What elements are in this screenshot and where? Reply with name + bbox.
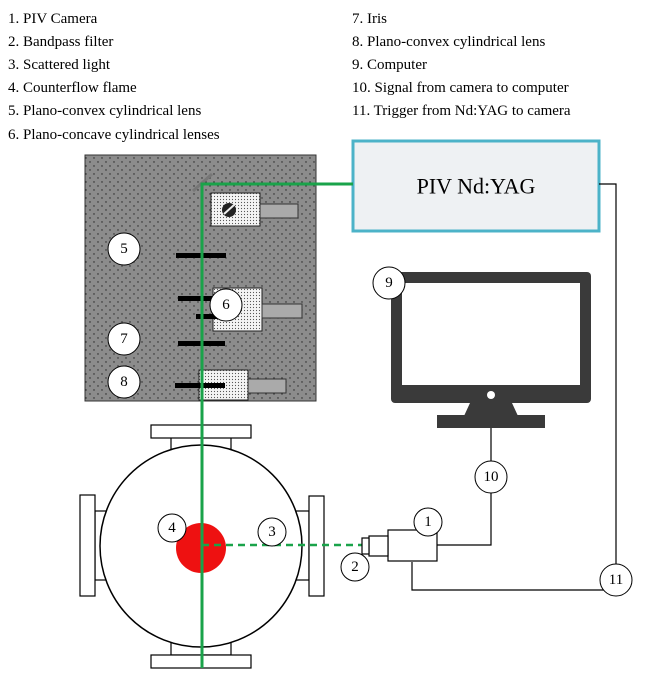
svg-text:1: 1 — [424, 514, 432, 530]
marker-4: 4 — [157, 513, 187, 543]
svg-text:2: 2 — [351, 559, 359, 575]
laser-box: PIV Nd:YAG — [351, 139, 601, 233]
svg-text:6: 6 — [222, 297, 230, 313]
legend-item-5: 5. Plano-convex cylindrical lens — [8, 103, 201, 119]
marker-2: 2 — [340, 552, 370, 582]
svg-text:8: 8 — [120, 374, 128, 390]
markers: 1 2 3 4 5 6 7 8 — [107, 232, 633, 597]
svg-text:7: 7 — [120, 331, 128, 347]
legend-item-9: 9. Computer — [352, 57, 427, 73]
legend-item-1: 1. PIV Camera — [8, 11, 98, 27]
svg-text:11: 11 — [609, 572, 623, 588]
svg-text:9: 9 — [385, 275, 393, 291]
laser-label: PIV Nd:YAG — [417, 174, 536, 199]
svg-text:10: 10 — [484, 469, 499, 485]
marker-11: 11 — [599, 563, 633, 597]
svg-text:4: 4 — [168, 520, 176, 536]
marker-1: 1 — [413, 507, 443, 537]
marker-5: 5 — [107, 232, 141, 266]
marker-3: 3 — [257, 517, 287, 547]
marker-9: 9 — [372, 266, 406, 300]
svg-text:5: 5 — [120, 241, 128, 257]
marker-7: 7 — [107, 322, 141, 356]
legend-item-10: 10. Signal from camera to computer — [352, 80, 569, 96]
lens-8 — [175, 383, 225, 388]
legend-item-11: 11. Trigger from Nd:YAG to camera — [352, 103, 571, 119]
lens-6b — [196, 314, 224, 319]
legend-item-3: 3. Scattered light — [8, 57, 111, 73]
legend-item-4: 4. Counterflow flame — [8, 80, 137, 96]
legend-item-7: 7. Iris — [352, 11, 387, 27]
legend-item-8: 8. Plano-convex cylindrical lens — [352, 34, 545, 50]
legend-item-2: 2. Bandpass filter — [8, 34, 113, 50]
marker-6: 6 — [209, 288, 243, 322]
iris-mount — [210, 192, 299, 227]
computer-monitor — [391, 272, 591, 428]
legend-item-6: 6. Plano-concave cylindrical lenses — [8, 127, 220, 143]
marker-10: 10 — [474, 460, 508, 494]
trigger-wire — [599, 183, 617, 578]
svg-text:3: 3 — [268, 524, 276, 540]
marker-8: 8 — [107, 365, 141, 399]
legend: 1. PIV Camera 2. Bandpass filter 3. Scat… — [8, 11, 571, 143]
laser-beam — [200, 182, 369, 668]
trigger-wire-camera — [411, 562, 616, 591]
